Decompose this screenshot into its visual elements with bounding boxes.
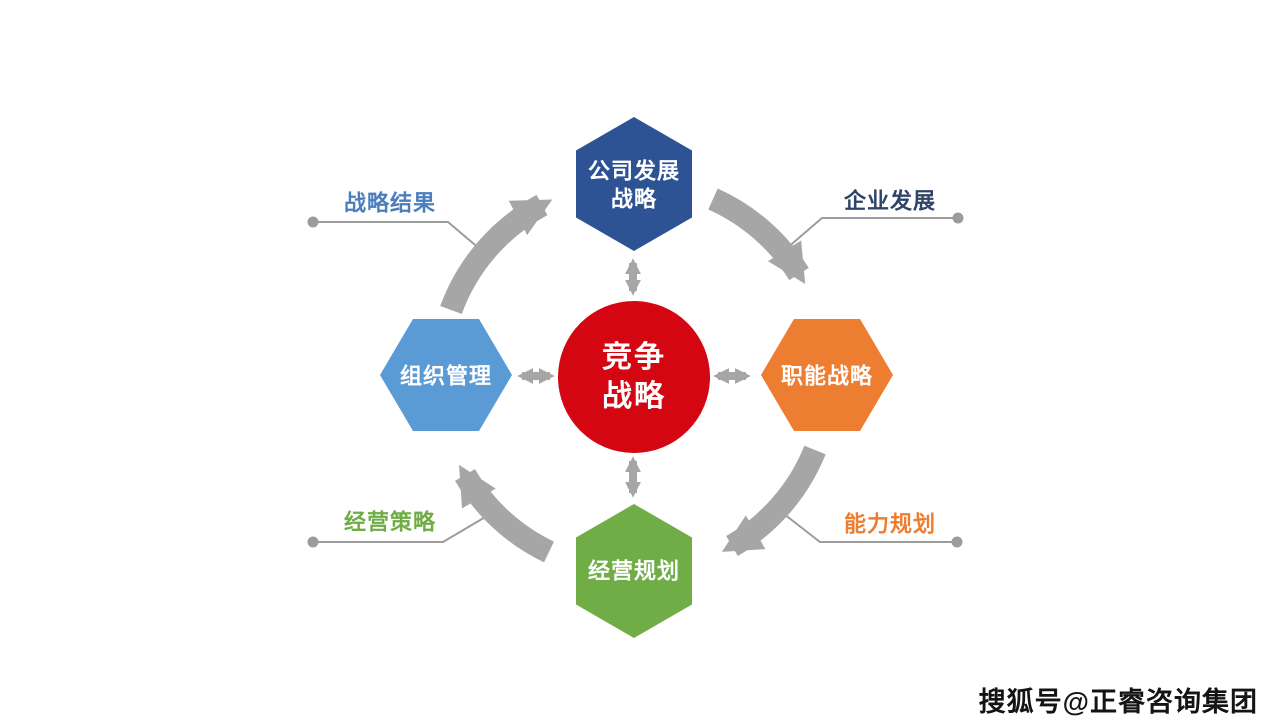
callout-line-bottom-right — [783, 513, 963, 548]
hexagon-top — [576, 117, 692, 251]
callout-label-top-left: 战略结果 — [343, 190, 437, 216]
node-label-top-line2: 战略 — [610, 186, 658, 211]
center-label-line2: 战略 — [602, 380, 666, 413]
center-label: 竞争 战略 — [602, 338, 666, 416]
callout-line-top-right — [785, 212, 964, 250]
callout-label-top-right: 企业发展 — [843, 188, 937, 214]
callout-line-bottom-left — [307, 515, 488, 548]
curved-arrow-left-to-top-icon — [440, 194, 553, 315]
callout-line-top-left — [307, 216, 482, 251]
curved-arrow-top-to-right-icon — [708, 188, 809, 284]
hexagon-right — [761, 319, 893, 431]
watermark: 搜狐号@正睿咨询集团 — [978, 687, 1258, 717]
hexagon-bottom — [576, 504, 692, 638]
center-label-line1: 竞争 — [602, 341, 666, 374]
curved-arrow-right-to-bottom-icon — [721, 445, 826, 556]
node-label-bottom: 经营规划 — [587, 558, 681, 584]
node-label-right: 职能战略 — [780, 363, 874, 389]
hexagon-left — [380, 319, 512, 431]
callout-label-bottom-right: 能力规划 — [843, 511, 937, 537]
center-circle — [558, 301, 710, 453]
callout-label-bottom-left: 经营策略 — [343, 509, 437, 535]
node-label-top: 公司发展 战略 — [588, 158, 680, 213]
curved-arrow-bottom-to-left-icon — [455, 464, 555, 563]
node-label-left: 组织管理 — [399, 363, 493, 389]
node-label-top-line1: 公司发展 — [587, 158, 681, 184]
